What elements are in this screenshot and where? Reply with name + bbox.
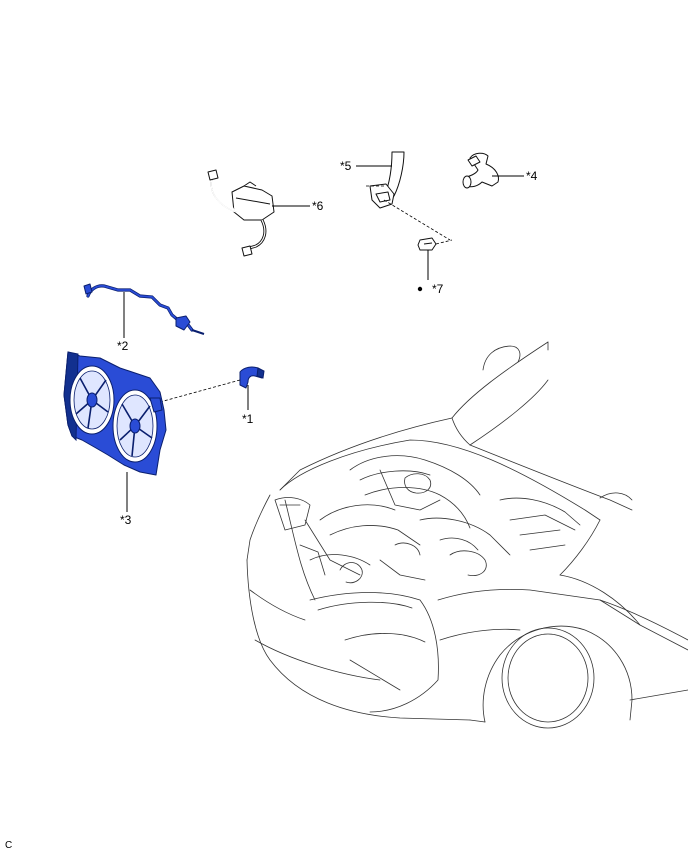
callout-1-label: *1	[242, 412, 254, 426]
callout-2-label: *2	[117, 339, 129, 353]
part-7-clip: *7	[417, 237, 453, 296]
part-6-reservoir-tank: *6	[207, 169, 324, 257]
reuse-bullet-icon	[417, 286, 423, 292]
part-5-hose: *5	[340, 151, 451, 241]
callout-4-label: *4	[526, 169, 538, 183]
callout-7-label: *7	[432, 282, 444, 296]
illustration-code: C	[5, 840, 12, 851]
vehicle-front-illustration	[246, 341, 688, 729]
part-4-hose: *4	[462, 152, 538, 189]
part-1-hose: *1	[159, 366, 265, 426]
part-2-wire-harness: *2	[83, 283, 205, 353]
callout-6-label: *6	[312, 199, 324, 213]
part-3-cooling-fan-shroud: *3	[63, 351, 167, 527]
callout-3-label: *3	[120, 513, 132, 527]
callout-5-label: *5	[340, 159, 352, 173]
